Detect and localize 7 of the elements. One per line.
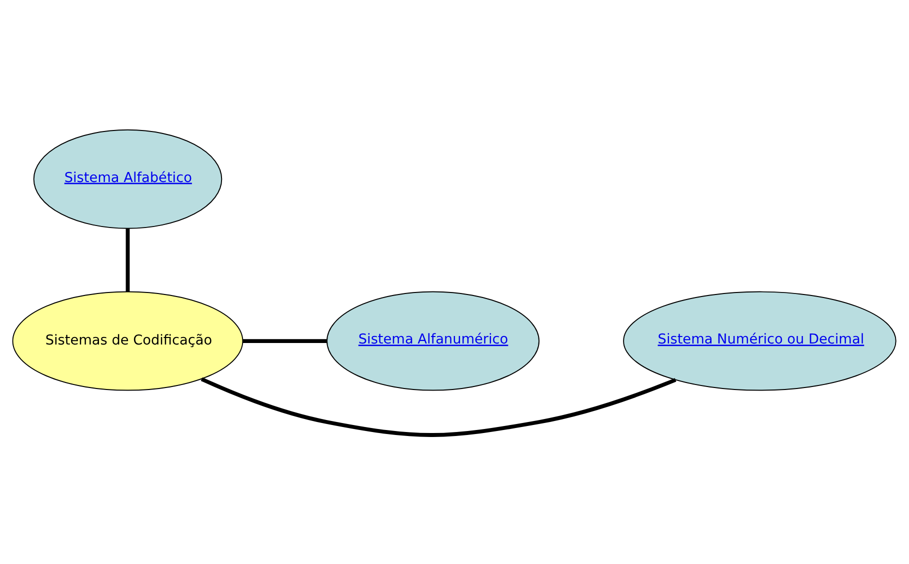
connector: [200, 376, 676, 436]
node-ellipse: Sistemas de Codificação: [12, 290, 244, 390]
connector: [126, 228, 130, 292]
node-ellipse: Sistema Numérico ou Decimal: [623, 290, 896, 390]
node-ellipse: Sistema Alfanumérico: [326, 290, 540, 390]
node-ellipse: Sistema Alfabético: [33, 128, 222, 228]
connector: [242, 338, 327, 342]
